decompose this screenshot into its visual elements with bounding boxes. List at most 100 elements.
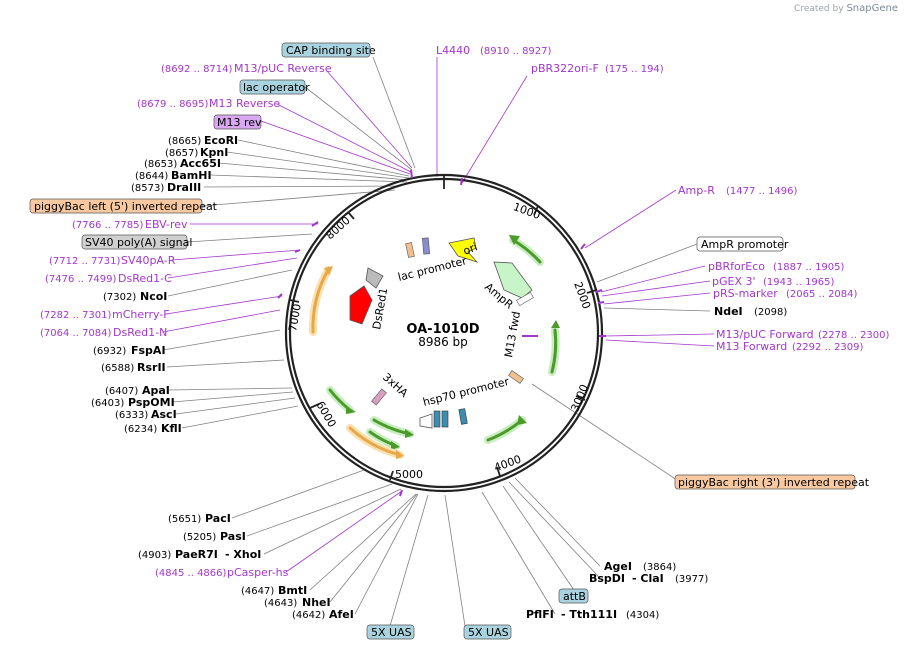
- enzyme-afei[interactable]: AfeI: [329, 608, 354, 621]
- tick-8000: [347, 211, 355, 220]
- arrow-bottom-left2: [391, 441, 400, 450]
- enzyme-rsrii[interactable]: RsrII: [137, 361, 166, 374]
- leader-lac-operator: [304, 86, 413, 171]
- enzyme-ncoi[interactable]: NcoI: [140, 290, 167, 303]
- feature-lac-box: [405, 242, 415, 258]
- box-ampr-promoter[interactable]: [696, 236, 784, 252]
- box-uas2[interactable]: [463, 624, 512, 640]
- plasmid-name: OA-1010D: [406, 322, 479, 337]
- primer-pcasper[interactable]: pCasper-hs: [227, 566, 289, 579]
- box-lac-operator[interactable]: [239, 79, 306, 95]
- enzyme-paer7i-pos: (4903): [138, 550, 171, 561]
- box-sv40[interactable]: [81, 234, 188, 250]
- box-piggybac-right[interactable]: [674, 474, 856, 490]
- feature-sv40-box: [365, 267, 384, 289]
- feature-arcs: [308, 235, 560, 459]
- leader-uas2: [444, 494, 466, 627]
- feature-hsp70-arrow: [419, 413, 433, 429]
- box-uas1[interactable]: [366, 624, 415, 640]
- leader-rsrii: [166, 359, 285, 368]
- enzyme-ecori[interactable]: EcoRI: [204, 134, 238, 147]
- enzyme-agei-pos: (3864): [643, 562, 676, 573]
- box-m13rev[interactable]: [213, 114, 262, 130]
- box-label-cap: CAP binding site: [286, 44, 376, 57]
- leader-sv40: [186, 233, 313, 243]
- primer-dsred1c[interactable]: DsRed1-C: [118, 272, 172, 285]
- enzyme-bmti[interactable]: BmtI: [278, 584, 307, 597]
- enzyme-acc65i[interactable]: Acc65I: [180, 157, 221, 170]
- box-piggybac-left[interactable]: [29, 198, 203, 214]
- enzyme-ndei[interactable]: NdeI: [714, 305, 743, 318]
- feature-label-ori: ori: [461, 240, 479, 257]
- enzyme-pspomi-pos: (6403): [91, 398, 124, 409]
- primer-m13-fwd[interactable]: M13 Forward: [716, 340, 787, 353]
- enzyme-nhei-pos: (4643): [264, 598, 297, 609]
- leader-sv40pa: [171, 249, 301, 261]
- enzyme-apai[interactable]: ApaI: [142, 384, 170, 397]
- primer-amp-r[interactable]: Amp-R: [678, 184, 715, 197]
- leader-pbr322: [461, 75, 528, 184]
- enzyme-pspomi[interactable]: PspOMI: [128, 396, 175, 409]
- box-label-uas1: 5X UAS: [371, 626, 412, 639]
- enzyme-rsrii-pos: (6588): [101, 363, 134, 374]
- enzyme-fspai[interactable]: FspAI: [131, 344, 166, 357]
- enzyme-pasi[interactable]: PasI: [220, 530, 246, 543]
- primer-prs[interactable]: pRS-marker: [713, 287, 778, 300]
- feature-label-m13fwd: M13 fwd: [502, 310, 523, 358]
- enzyme-clai[interactable]: - ClaI: [632, 572, 664, 585]
- enzyme-draiii[interactable]: DraIII: [167, 181, 201, 194]
- plasmid-size: 8986 bp: [418, 335, 468, 349]
- enzyme-tth111i[interactable]: - Tth111I: [561, 608, 617, 621]
- leader-kpni: [226, 151, 410, 179]
- tick-label-8000: 8000: [323, 214, 353, 242]
- primer-dsred1n[interactable]: DsRed1-N: [113, 326, 167, 339]
- primer-m13puc-fwd[interactable]: M13/pUC Forward: [716, 328, 814, 341]
- enzyme-bamhi[interactable]: BamHI: [171, 169, 212, 182]
- leader-dsred1n: [162, 309, 281, 333]
- enzyme-kpni[interactable]: KpnI: [200, 146, 228, 159]
- enzyme-paci[interactable]: PacI: [205, 512, 231, 525]
- primer-pbrforeco[interactable]: pBRforEco: [708, 260, 765, 273]
- leader-amp-r: [584, 189, 677, 249]
- primer-pbr322-pos: (175 .. 194): [605, 64, 664, 75]
- primer-l4440[interactable]: L4440: [436, 44, 470, 57]
- leader-m13-reverse: [276, 103, 412, 173]
- primer-ebv[interactable]: EBV-rev: [145, 218, 188, 231]
- primer-pbr322[interactable]: pBR322ori-F: [531, 62, 599, 75]
- box-attb[interactable]: [558, 588, 589, 604]
- primer-ebv-pos: (7766 .. 7785): [72, 220, 144, 231]
- box-label-attb: attB: [563, 590, 586, 603]
- feature-label-lac-promoter: lac promoter: [397, 254, 469, 284]
- arrow-bottom-left: [405, 429, 414, 438]
- enzyme-asci[interactable]: AscI: [151, 408, 177, 421]
- snapgene-logo: SnapGene: [846, 3, 898, 14]
- enzyme-nhei[interactable]: NheI: [302, 596, 331, 609]
- enzyme-kfli[interactable]: KflI: [161, 422, 182, 435]
- primer-sv40pa[interactable]: SV40pA-R: [121, 254, 176, 267]
- enzyme-ncoi-pos: (7302): [103, 292, 136, 303]
- arrow-piggybac-left: [324, 266, 333, 275]
- credit-text: Created by: [794, 4, 844, 14]
- box-cap[interactable]: [281, 42, 371, 58]
- primer-pgex[interactable]: pGEX 3': [712, 275, 756, 288]
- enzyme-xhoi[interactable]: - XhoI: [225, 548, 261, 561]
- enzyme-pflfi[interactable]: PflFI: [526, 608, 554, 621]
- primer-prs-pos: (2065 .. 2084): [786, 289, 858, 300]
- arrow-bottom-right: [517, 415, 527, 425]
- primer-mark-ebv: [311, 221, 319, 227]
- primer-m13-reverse[interactable]: M13 Reverse: [209, 97, 280, 110]
- feature-dsred1-arrow: [349, 285, 373, 325]
- leader-paci: [231, 469, 365, 519]
- primer-pcasper-pos: (4845 .. 4866): [155, 568, 227, 579]
- enzyme-apai-pos: (6407): [105, 386, 138, 397]
- leader-acc65i: [218, 162, 409, 181]
- feature-label-dsred1: DsRed1: [370, 287, 390, 331]
- primer-m13puc-rev[interactable]: M13/pUC Reverse: [234, 62, 332, 75]
- leader-mcherry: [165, 295, 283, 315]
- primer-mcherry[interactable]: mCherry-F: [112, 308, 170, 321]
- snapgene-credit: Created by SnapGene: [794, 3, 898, 14]
- feature-lac-operator-box: [421, 237, 431, 255]
- enzyme-agei[interactable]: AgeI: [604, 560, 632, 573]
- enzyme-paer7i[interactable]: PaeR7I: [175, 548, 218, 561]
- enzyme-bspdi[interactable]: BspDI: [589, 572, 625, 585]
